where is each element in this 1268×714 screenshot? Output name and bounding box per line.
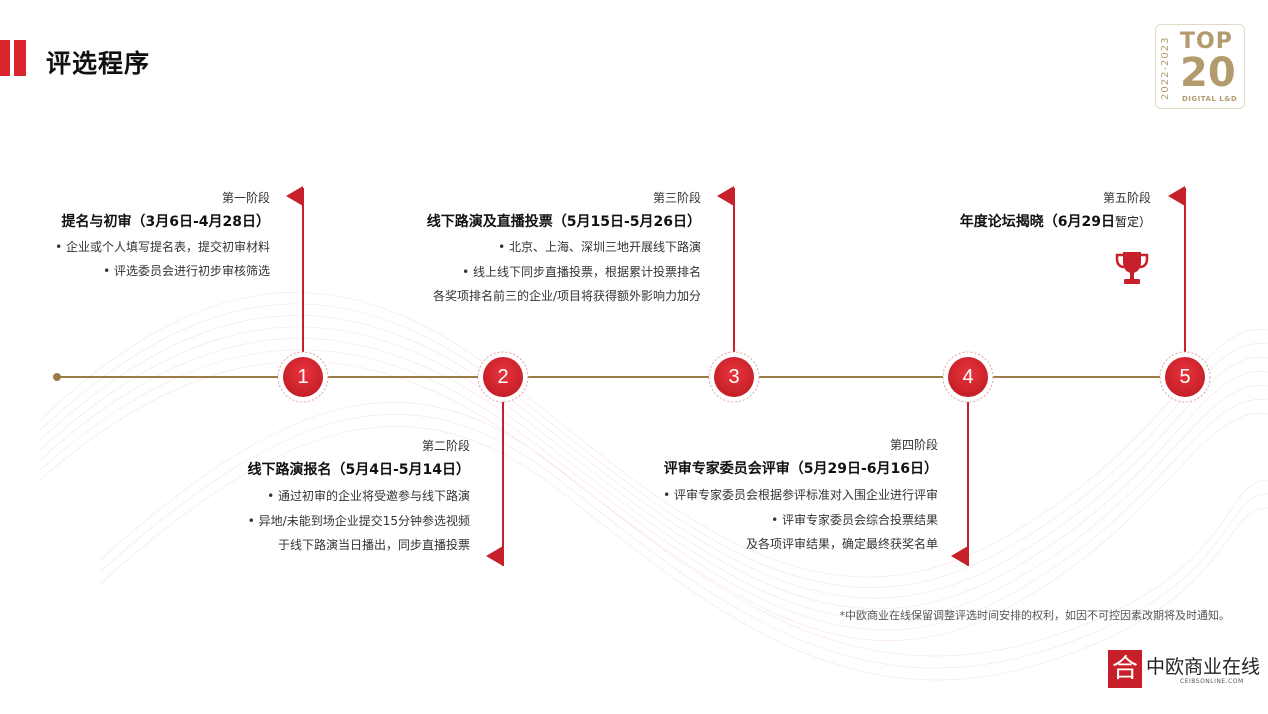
stage-4-line-3: 及各项评审结果，确定最终获奖名单 bbox=[745, 537, 938, 551]
stage-2-line-3: 于线下路演当日播出，同步直播投票 bbox=[277, 538, 470, 552]
flag-5 bbox=[1168, 186, 1186, 355]
title-accent-bar bbox=[0, 40, 26, 76]
flag-3 bbox=[717, 186, 735, 355]
node-2 bbox=[477, 351, 529, 403]
stage-5-heading: 年度论坛揭晓（6月29日暂定） bbox=[960, 214, 1151, 230]
stage-3-line-3: 各奖项排名前三的企业/项目将获得额外影响力加分 bbox=[432, 289, 701, 303]
stage-3-line-1: • 北京、上海、深圳三地开展线下路演 bbox=[498, 240, 701, 254]
flag-4 bbox=[951, 399, 969, 566]
badge-number: 20 bbox=[1180, 50, 1236, 96]
ceibs-online-logo: 合 中欧商业在线 CEIBSONLINE.COM bbox=[1108, 648, 1260, 694]
badge-top: TOP bbox=[1180, 29, 1233, 54]
stage-2-label: 第二阶段 bbox=[421, 439, 470, 453]
stage-5-label: 第五阶段 bbox=[1102, 191, 1151, 205]
footnote: *中欧商业在线保留调整评选时间安排的权利，如因不可控因素改期将及时通知。 bbox=[839, 609, 1231, 622]
logo-name: 中欧商业在线 bbox=[1146, 656, 1261, 678]
stage-1-heading: 提名与初审（3月6日-4月28日） bbox=[61, 214, 270, 230]
node-2-number: 2 bbox=[497, 366, 509, 388]
stage-2-heading: 线下路演报名（5月4日-5月14日） bbox=[247, 462, 470, 478]
stage-2-line-1: • 通过初审的企业将受邀参与线下路演 bbox=[267, 489, 470, 503]
logo-mark: 合 bbox=[1108, 650, 1142, 688]
trophy-icon bbox=[1115, 252, 1149, 284]
stage-4-line-1: • 评审专家委员会根据参评标准对入围企业进行评审 bbox=[663, 488, 938, 502]
stage-1-line-1: • 企业或个人填写提名表，提交初审材料 bbox=[55, 240, 270, 254]
node-3-number: 3 bbox=[728, 366, 740, 388]
stage-4-label: 第四阶段 bbox=[889, 438, 938, 452]
stage-2-line-2: • 异地/未能到场企业提交15分钟参选视频 bbox=[247, 514, 470, 528]
stage-4-line-2: • 评审专家委员会综合投票结果 bbox=[771, 513, 938, 527]
stage-3-line-2: • 线上线下同步直播投票，根据累计投票排名 bbox=[462, 265, 701, 279]
stage-4-heading: 评审专家委员会评审（5月29日-6月16日） bbox=[663, 461, 938, 477]
node-4 bbox=[942, 351, 994, 403]
top20-badge: 2022-2023 TOP 20 DIGITAL L&D bbox=[1155, 24, 1245, 109]
stage-1-label: 第一阶段 bbox=[221, 191, 270, 205]
stage-5-heading-main: 年度论坛揭晓（6月29日 bbox=[959, 214, 1115, 230]
stage-3-heading: 线下路演及直播投票（5月15日-5月26日） bbox=[426, 214, 701, 230]
decorative-wave bbox=[39, 292, 1268, 681]
node-3 bbox=[708, 351, 760, 403]
node-5 bbox=[1159, 351, 1211, 403]
stage-3-label: 第三阶段 bbox=[652, 191, 701, 205]
flag-2 bbox=[486, 399, 504, 566]
node-1 bbox=[277, 351, 329, 403]
stage-5-heading-suffix: 暂定） bbox=[1114, 215, 1151, 229]
logo-domain: CEIBSONLINE.COM bbox=[1180, 678, 1244, 685]
stage-1-line-2: • 评选委员会进行初步审核筛选 bbox=[103, 264, 270, 278]
node-5-number: 5 bbox=[1179, 366, 1191, 388]
badge-subtitle: DIGITAL L&D bbox=[1182, 95, 1238, 103]
page-title: 评选程序 bbox=[46, 49, 151, 78]
node-1-number: 1 bbox=[297, 366, 309, 388]
flag-1 bbox=[286, 186, 304, 355]
node-4-number: 4 bbox=[962, 366, 974, 388]
